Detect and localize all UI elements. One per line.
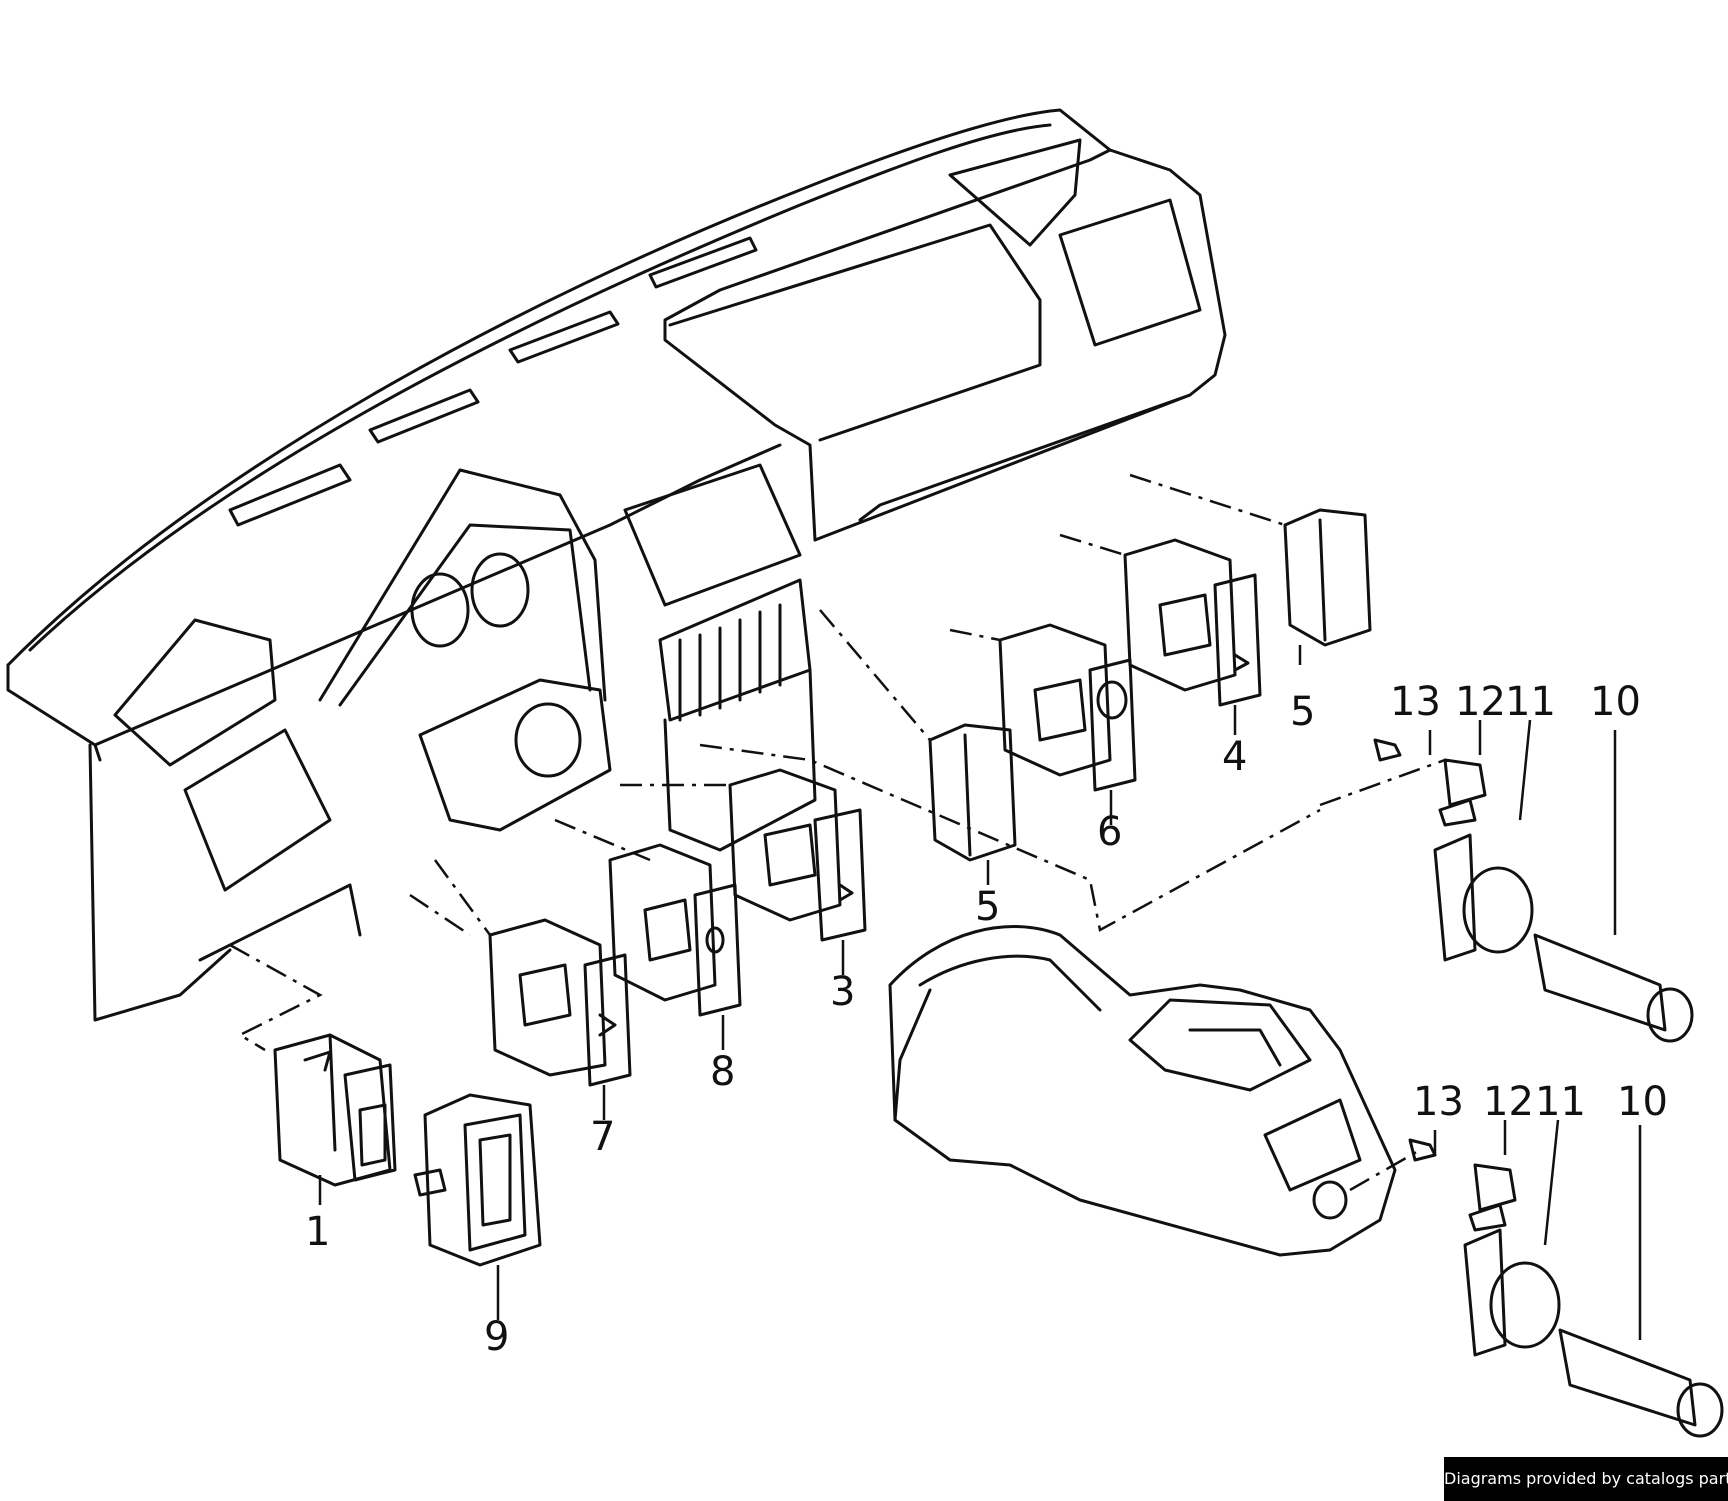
callout-13-upper: 13 — [1390, 679, 1441, 725]
callout-11-upper: 11 — [1505, 679, 1556, 725]
callout-4: 4 — [1222, 734, 1247, 780]
callout-10-upper: 10 — [1590, 679, 1641, 725]
assembly-guide-lines — [229, 473, 1446, 1192]
callout-13-lower: 13 — [1413, 1079, 1464, 1125]
callout-9: 9 — [484, 1314, 509, 1360]
callout-11-lower: 11 — [1535, 1079, 1586, 1125]
switch-part-7 — [488, 918, 632, 1087]
callout-12-upper: 12 — [1455, 679, 1506, 725]
leader-lines — [318, 645, 1642, 1340]
switch-part-8 — [608, 843, 742, 1017]
callout-numbers: 1 9 7 8 3 5 6 4 5 13 12 11 10 13 12 11 1… — [305, 679, 1668, 1360]
blank-cover-part-5-upper — [1283, 508, 1372, 647]
callout-3: 3 — [830, 969, 855, 1015]
switch-part-3 — [728, 768, 867, 942]
center-console — [888, 925, 1397, 1257]
callout-1: 1 — [305, 1209, 330, 1255]
callout-10-lower: 10 — [1617, 1079, 1668, 1125]
switch-part-1 — [273, 1033, 397, 1187]
lighter-assembly-lower — [1408, 1138, 1724, 1438]
lighter-assembly-upper — [1373, 738, 1694, 1043]
callout-5-upper: 5 — [1290, 689, 1315, 735]
switch-part-6 — [998, 623, 1137, 792]
callout-12-lower: 12 — [1483, 1079, 1534, 1125]
blank-cover-part-5-lower — [928, 723, 1017, 862]
switch-part-4 — [1123, 538, 1262, 707]
dashboard-outline — [6, 108, 1227, 1022]
switch-frame-part-9 — [413, 1093, 542, 1267]
callout-6: 6 — [1097, 809, 1122, 855]
callout-8: 8 — [710, 1049, 735, 1095]
callout-7: 7 — [590, 1114, 615, 1160]
credit-banner: Diagrams provided by catalogs parts — [1444, 1457, 1728, 1501]
callout-5-lower: 5 — [975, 884, 1000, 930]
